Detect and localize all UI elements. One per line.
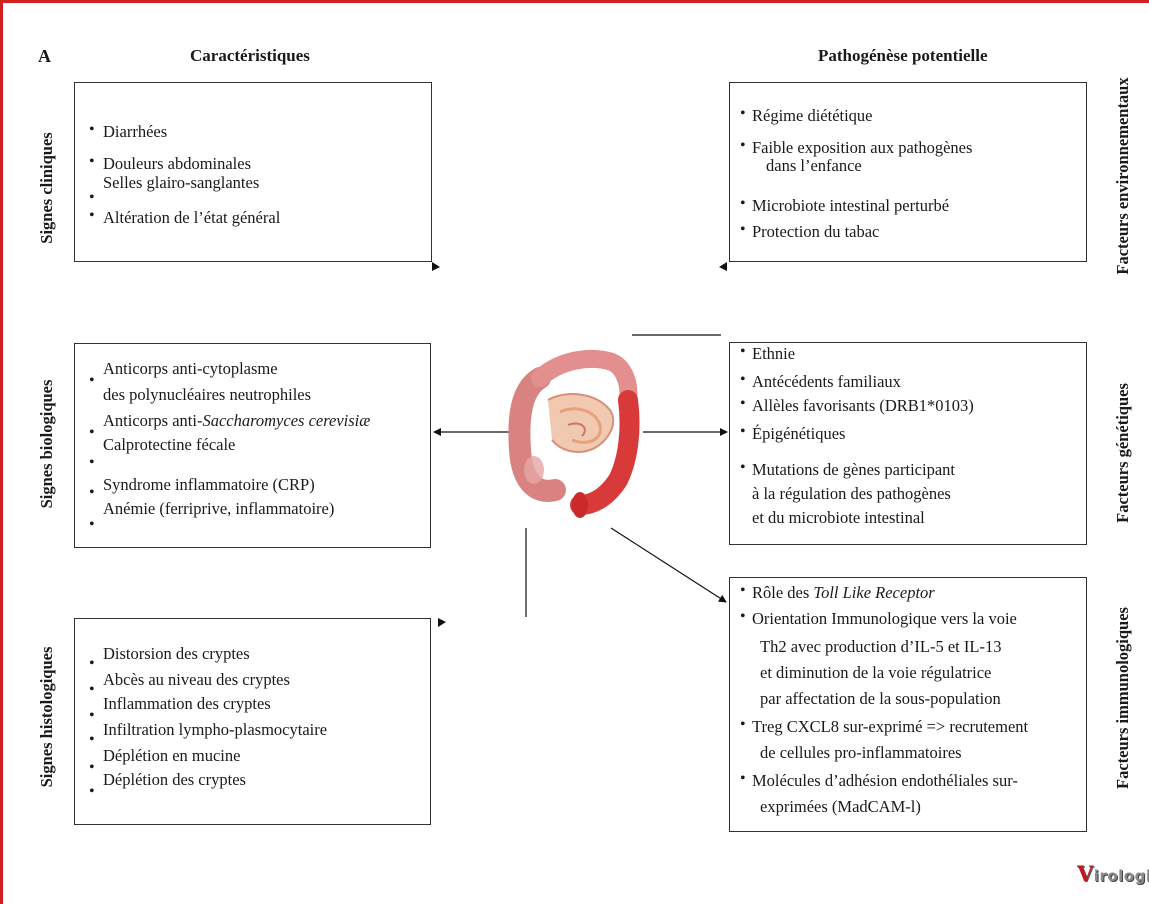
arrowhead-clinical — [432, 262, 440, 271]
biological-item: Syndrome inflammatoire (CRP) — [103, 475, 315, 494]
immunological-item: de cellules pro-inflammatoires — [760, 743, 962, 762]
biological-signs-box: Anticorps anti-cytoplasme • des polynucl… — [74, 343, 431, 548]
histological-item: Abcès au niveau des cryptes — [103, 670, 290, 689]
immunological-item: et diminution de la voie régulatrice — [760, 663, 992, 682]
biological-item: Calprotectine fécale — [103, 435, 236, 454]
top-border — [0, 0, 1149, 3]
histological-item: Déplétion des cryptes — [103, 770, 246, 789]
panel-label: A — [38, 46, 51, 66]
immunological-item: Th2 avec production d’IL-5 et IL-13 — [760, 637, 1002, 656]
biological-item: Anticorps anti-Saccharomyces cerevisiæ — [103, 411, 371, 430]
clinical-signs-box: • Diarrhées • Douleurs abdominales Selle… — [74, 82, 432, 262]
environmental-item: Régime diététique — [752, 106, 873, 125]
immunological-item: exprimées (MadCAM-l) — [760, 797, 921, 816]
histological-signs-box: Distorsion des cryptes • Abcès au niveau… — [74, 618, 431, 825]
right-column-header: Pathogénèse potentielle — [818, 46, 988, 65]
clinical-item: Douleurs abdominales — [103, 154, 252, 173]
genetic-item: Mutations de gènes participant — [752, 460, 955, 479]
genetic-item: Antécédents familiaux — [752, 372, 901, 391]
clinical-item: Diarrhées — [103, 122, 168, 141]
immunological-item: par affectation de la sous-population — [760, 689, 1001, 708]
biological-item: Anticorps anti-cytoplasme — [103, 359, 278, 378]
arrow-to-immunological — [610, 527, 727, 603]
environmental-item: dans l’enfance — [766, 156, 862, 175]
immunological-item: Orientation Immunologique vers la voie — [752, 609, 1017, 628]
immunological-item: Rôle des Toll Like Receptor — [752, 583, 935, 602]
genetic-item: Ethnie — [752, 344, 796, 363]
environmental-factors-box: • Régime diététique • Faible exposition … — [729, 82, 1087, 262]
virologie-logo: Virologie — [1077, 861, 1149, 886]
histological-item: Infiltration lympho-plasmocytaire — [103, 720, 328, 739]
histological-item: Déplétion en mucine — [103, 746, 241, 765]
colon-illustration — [508, 350, 640, 518]
biological-item: des polynucléaires neutrophiles — [103, 385, 312, 404]
genetic-factors-box: • Ethnie • Antécédents familiaux • Allèl… — [729, 342, 1087, 545]
left-column-header: Caractéristiques — [190, 46, 310, 65]
arrowhead-histological — [438, 618, 446, 627]
genetic-item: Allèles favorisants (DRB1*0103) — [752, 396, 974, 415]
environmental-item: Microbiote intestinal perturbé — [752, 196, 950, 215]
environmental-item: Faible exposition aux pathogènes — [752, 138, 973, 157]
immunological-item: Molécules d’adhésion endothéliales sur- — [752, 771, 1018, 790]
immunological-factors-box: • Rôle des Toll Like Receptor • Orientat… — [729, 577, 1087, 832]
genetic-item: et du microbiote intestinal — [752, 508, 925, 527]
histological-item: Distorsion des cryptes — [103, 644, 250, 663]
immunological-item: Treg CXCL8 sur-exprimé => recrutement — [752, 717, 1029, 736]
genetic-item: Épigénétiques — [752, 424, 846, 443]
clinical-item: Altération de l’état général — [103, 208, 281, 227]
arrowhead-environmental — [719, 262, 727, 271]
environmental-item: Protection du tabac — [752, 222, 880, 241]
clinical-item: Selles glairo-sanglantes — [103, 173, 260, 192]
biological-item: Anémie (ferriprive, inflammatoire) — [103, 499, 335, 518]
genetic-item: à la régulation des pathogènes — [752, 484, 951, 503]
histological-item: Inflammation des cryptes — [103, 694, 271, 713]
left-border — [0, 0, 3, 904]
